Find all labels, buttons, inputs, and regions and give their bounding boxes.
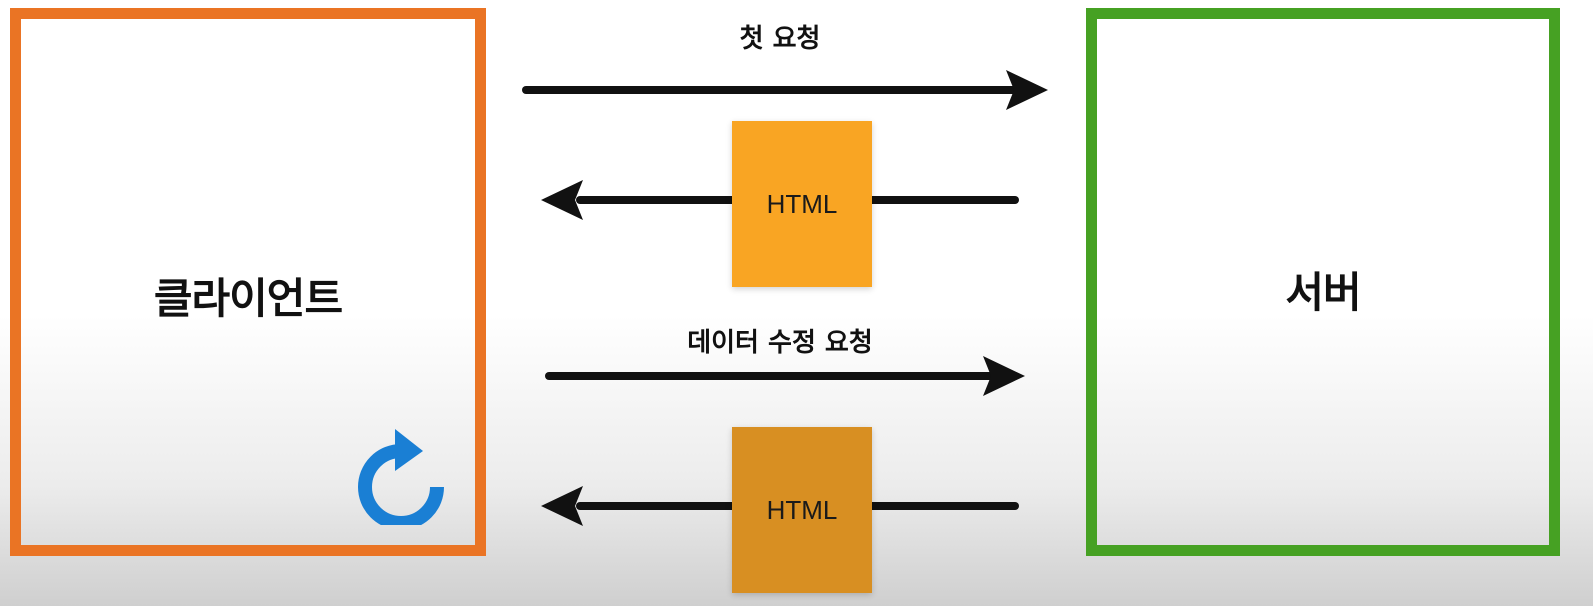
server-label: 서버 bbox=[1285, 268, 1361, 317]
html-document: HTML bbox=[732, 427, 872, 593]
html-document: HTML bbox=[732, 121, 872, 287]
data-update-request-label: 데이터 수정 요청 bbox=[687, 328, 873, 358]
server-box: 서버 bbox=[1086, 8, 1560, 556]
first-request-label: 첫 요청 bbox=[739, 24, 821, 54]
request-arrow-right bbox=[522, 70, 1048, 110]
client-box: 클라이언트 bbox=[10, 8, 486, 556]
reload-icon bbox=[358, 429, 444, 525]
client-label: 클라이언트 bbox=[153, 274, 343, 323]
request-arrow-right bbox=[545, 356, 1025, 396]
